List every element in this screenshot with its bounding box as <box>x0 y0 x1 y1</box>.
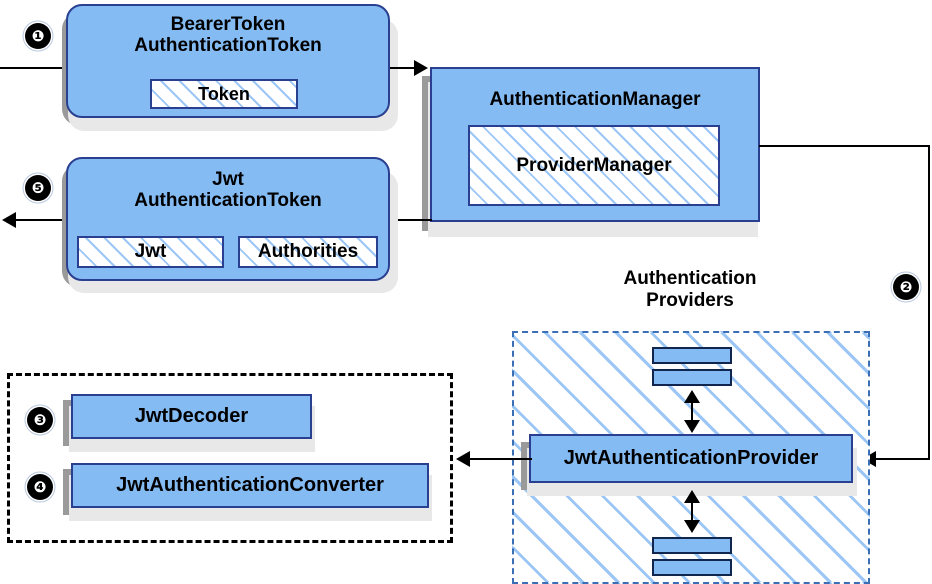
provider-manager-label: ProviderManager <box>516 154 672 176</box>
provider-bottom-connector-arrow-down <box>684 520 700 533</box>
provider-to-support-line <box>470 458 532 460</box>
bearer-token-title-line2: AuthenticationToken <box>134 35 322 57</box>
provider-stub-bottom-bar-2 <box>652 559 732 576</box>
jwt-authentication-provider-label: JwtAuthenticationProvider <box>563 447 819 470</box>
provider-stub-top-bar-1 <box>652 347 732 364</box>
step-badge-2: ❷ <box>893 274 919 300</box>
jwt-token-inner-authorities-box[interactable]: Authorities <box>238 236 378 268</box>
authentication-providers-title: Authentication Providers <box>570 268 810 312</box>
provider-stub-top-bar-2 <box>652 369 732 386</box>
provider-top-connector-line <box>691 393 693 431</box>
step-badge-5: ❺ <box>25 175 51 201</box>
step-badge-1: ❶ <box>25 23 51 49</box>
manager-to-jwt-token-line <box>390 219 432 221</box>
provider-top-connector-arrow-up <box>684 390 700 403</box>
step-badge-4-label: ❹ <box>33 478 47 496</box>
manager-to-provider-line-vertical <box>928 145 930 459</box>
jwt-token-output-arrowhead <box>2 212 16 228</box>
bearer-to-manager-line <box>390 67 418 69</box>
step-badge-2-label: ❷ <box>899 278 913 296</box>
jwt-authentication-converter-label: JwtAuthenticationConverter <box>116 474 384 497</box>
jwt-decoder-label: JwtDecoder <box>134 405 249 428</box>
jwt-token-inner-jwt-label: Jwt <box>134 241 167 262</box>
provider-top-connector-arrow-down <box>684 420 700 433</box>
step-badge-5-label: ❺ <box>31 179 45 197</box>
jwt-token-title-line2: AuthenticationToken <box>134 190 322 212</box>
bearer-to-manager-arrowhead <box>414 60 428 76</box>
authentication-providers-title-line2: Providers <box>646 289 734 311</box>
jwt-token-inner-jwt-box[interactable]: Jwt <box>77 236 224 268</box>
authentication-manager-title: AuthenticationManager <box>489 89 701 110</box>
step-badge-3-label: ❸ <box>33 411 47 429</box>
jwt-authentication-converter-box[interactable]: JwtAuthenticationConverter <box>71 463 429 508</box>
manager-to-provider-line-bottom <box>876 458 930 460</box>
support-beans-zone <box>7 373 453 543</box>
jwt-decoder-box[interactable]: JwtDecoder <box>71 394 312 439</box>
step-badge-4: ❹ <box>27 474 53 500</box>
jwt-token-inner-authorities-label: Authorities <box>257 241 359 262</box>
jwt-authentication-provider-box[interactable]: JwtAuthenticationProvider <box>529 434 853 483</box>
bearer-token-inner-label: Token <box>198 83 250 104</box>
jwt-token-output-line <box>16 219 76 221</box>
jwt-token-title-line1: Jwt <box>212 169 244 190</box>
bearer-token-inner-token-box[interactable]: Token <box>150 79 298 109</box>
provider-bottom-connector-arrow-up <box>684 490 700 503</box>
provider-bottom-connector-line <box>691 493 693 531</box>
bearer-token-title-line1: BearerToken <box>170 14 286 35</box>
step-badge-3: ❸ <box>27 407 53 433</box>
incoming-request-line <box>0 67 75 69</box>
authentication-providers-title-line1: Authentication <box>623 268 757 289</box>
provider-manager-box[interactable]: ProviderManager <box>468 125 720 206</box>
manager-to-provider-line-top <box>759 145 929 147</box>
provider-stub-bottom-bar-1 <box>652 537 732 554</box>
step-badge-1-label: ❶ <box>31 27 45 45</box>
bearer-token-authentication-token-box[interactable]: BearerToken AuthenticationToken <box>66 4 390 118</box>
provider-to-support-arrowhead <box>456 451 470 467</box>
